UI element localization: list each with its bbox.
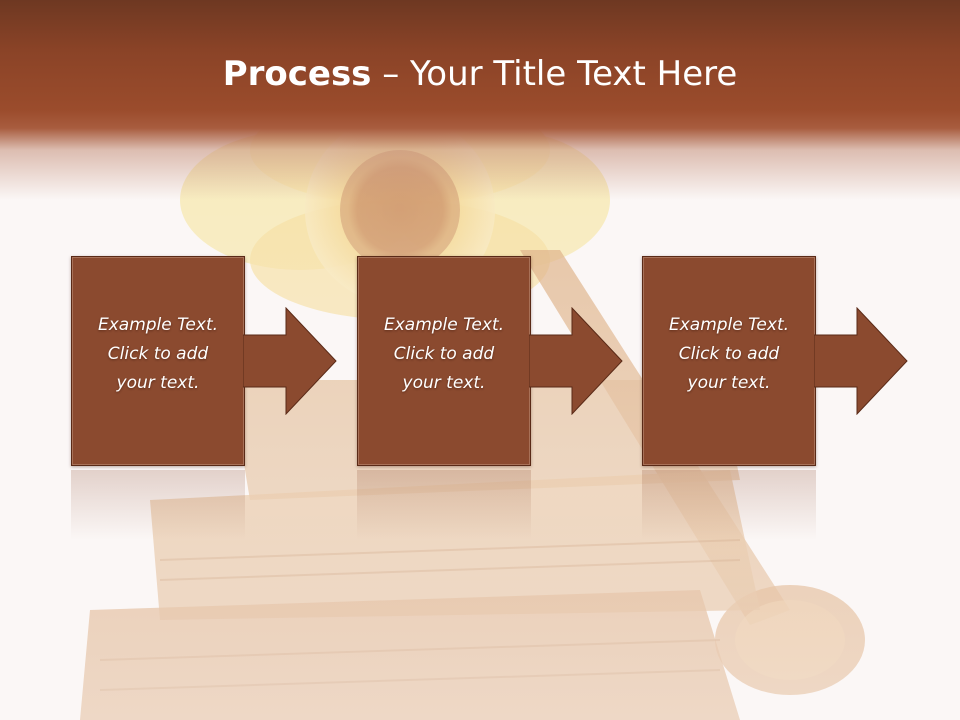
process-step-3[interactable]: Example Text. Click to add your text.	[642, 256, 912, 468]
step-1-line-2: Click to add	[107, 344, 209, 364]
slide-title-rest: – Your Title Text Here	[371, 54, 738, 94]
slide-title[interactable]: Process – Your Title Text Here	[0, 52, 960, 96]
step-3-line-2: Click to add	[678, 344, 780, 364]
step-2-text[interactable]: Example Text. Click to add your text.	[364, 311, 524, 398]
step-2-line-1: Example Text.	[383, 315, 505, 335]
step-3-arrow-right-icon	[814, 307, 908, 415]
step-3-reflection	[642, 470, 816, 540]
step-1-text[interactable]: Example Text. Click to add your text.	[78, 311, 238, 398]
step-2-reflection	[357, 470, 531, 540]
step-3-text[interactable]: Example Text. Click to add your text.	[649, 311, 809, 398]
step-2-box[interactable]: Example Text. Click to add your text.	[357, 256, 531, 466]
step-1-line-1: Example Text.	[97, 315, 219, 335]
title-header-band	[0, 0, 960, 200]
step-1-box[interactable]: Example Text. Click to add your text.	[71, 256, 245, 466]
step-2-arrow-right-icon	[529, 307, 623, 415]
step-2-line-3: your text.	[402, 373, 486, 393]
step-3-line-3: your text.	[687, 373, 771, 393]
step-3-line-1: Example Text.	[668, 315, 790, 335]
process-step-2[interactable]: Example Text. Click to add your text.	[357, 256, 627, 468]
step-1-reflection	[71, 470, 245, 540]
step-1-arrow-right-icon	[243, 307, 337, 415]
step-1-line-3: your text.	[116, 373, 200, 393]
process-step-1[interactable]: Example Text. Click to add your text.	[71, 256, 341, 468]
step-3-box[interactable]: Example Text. Click to add your text.	[642, 256, 816, 466]
step-2-line-2: Click to add	[393, 344, 495, 364]
slide-title-bold: Process	[222, 54, 372, 94]
